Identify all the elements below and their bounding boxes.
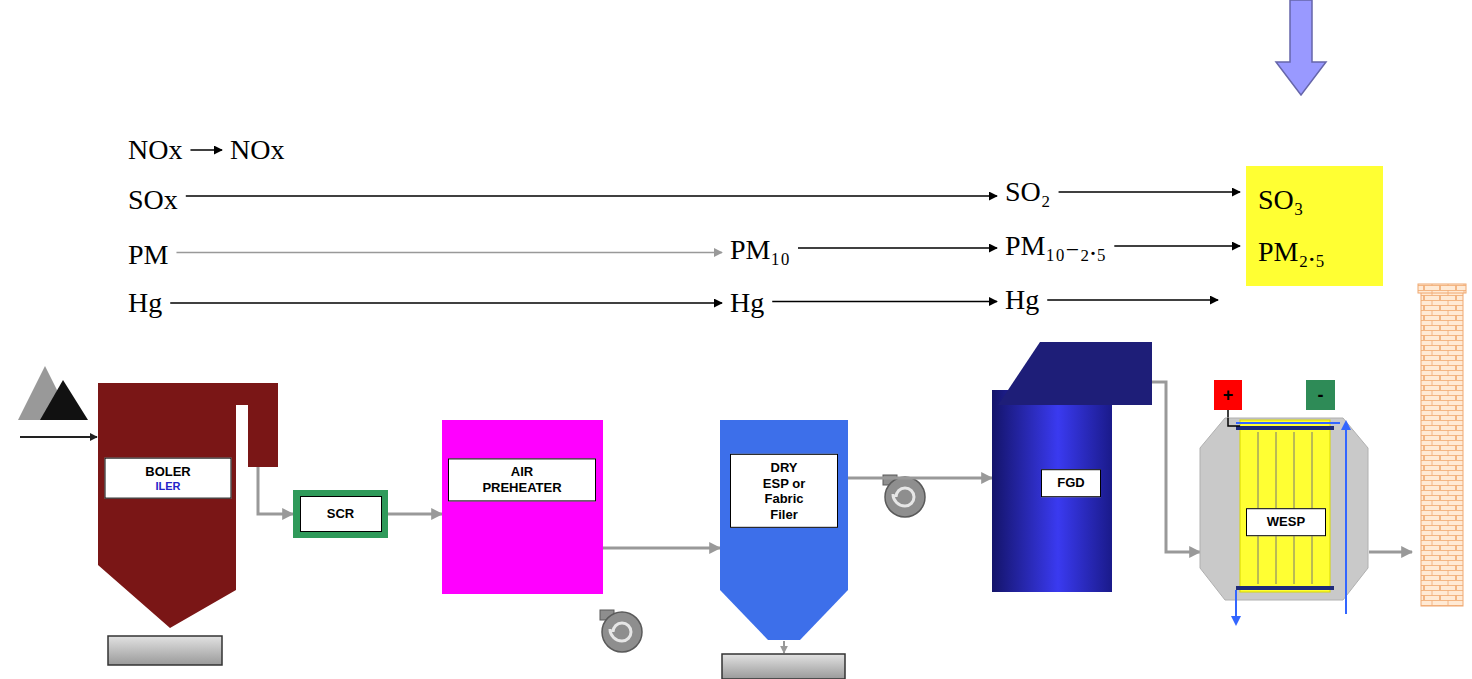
species-arrow — [1047, 299, 1218, 301]
scrubber-duct — [998, 342, 1152, 405]
pollutant-label: NOx — [230, 134, 284, 166]
species-arrow — [170, 302, 722, 304]
wesp-unit: WESP — [1200, 418, 1368, 600]
terminal-sign: + — [1223, 386, 1234, 404]
pollutant-label: NOx — [128, 134, 182, 166]
equipment-label: ILER — [114, 479, 223, 492]
species-arrow — [798, 247, 997, 249]
water-arrow-head — [1231, 616, 1241, 626]
pollutant-label: PM — [128, 239, 168, 271]
pollutant-label: SO₂ — [1005, 176, 1051, 208]
fan-spiral — [610, 623, 631, 641]
terminal-wire — [1227, 410, 1229, 418]
species-arrow — [176, 252, 722, 254]
boiler: BOLERILER — [98, 383, 278, 628]
pollutant-label: PM₂.₅ — [1258, 236, 1371, 268]
flow-arrow — [388, 513, 442, 516]
collector-section — [1240, 420, 1330, 592]
label-box: WESP — [1246, 508, 1326, 536]
water-line — [1236, 422, 1340, 424]
scr-unit: SCR — [293, 490, 388, 538]
species-arrow — [772, 301, 997, 303]
scrubber-column — [992, 390, 1112, 592]
flow-arrow — [603, 547, 720, 550]
ash-arrow — [783, 641, 785, 653]
pollutant-label: PM₁₀ — [730, 234, 790, 266]
fan-symbol — [600, 610, 642, 652]
terminal-sign: - — [1318, 386, 1324, 404]
fgd-scrubber-outline — [992, 342, 1152, 592]
species-arrow — [190, 149, 222, 151]
water-arrow-head — [1341, 420, 1351, 430]
air-preheater-outline — [442, 420, 603, 594]
equipment-label: FGD — [1050, 475, 1092, 491]
stack-arrow — [1369, 551, 1412, 554]
fan-housing — [885, 477, 925, 517]
boiler-outline — [98, 383, 278, 628]
electrode-wire — [1228, 418, 1240, 426]
ash-pan — [108, 636, 222, 665]
fgd-scrubber: FGD — [992, 342, 1152, 592]
label-box: DRY ESP or Fabric Filer — [730, 454, 838, 528]
fuel-arrow — [20, 436, 97, 438]
boiler-body — [98, 383, 278, 628]
esp-filter: DRY ESP or Fabric Filer — [720, 420, 848, 640]
flow-arrow — [848, 477, 992, 480]
equipment-label: BOLER — [114, 464, 223, 480]
equipment-label: AIR PREHEATER — [476, 464, 568, 495]
water-line — [1345, 428, 1347, 614]
negative-terminal: - — [1306, 380, 1335, 410]
pollutant-label: Hg — [128, 287, 162, 319]
electrode-bar — [1236, 586, 1334, 590]
equipment-label: WESP — [1255, 514, 1317, 530]
pollutant-label: Hg — [1005, 284, 1039, 316]
wesp-housing — [1200, 418, 1368, 600]
label-box: FGD — [1041, 469, 1101, 497]
pollutant-label: SOx — [128, 184, 178, 216]
species-arrow — [186, 195, 997, 197]
pollutant-label: PM₁₀₋₂.₅ — [1005, 230, 1106, 262]
equipment-label: SCR — [327, 506, 354, 522]
species-arrow — [1059, 191, 1240, 193]
highlight-box: SO₃ PM₂.₅ — [1246, 166, 1383, 286]
positive-terminal: + — [1214, 380, 1242, 410]
species-arrow — [1114, 245, 1240, 247]
flow-arrow — [258, 467, 293, 514]
esp-body — [720, 420, 848, 640]
label-box: BOLERILER — [105, 458, 232, 499]
label-box: AIR PREHEATER — [448, 458, 596, 501]
pollutant-label: Hg — [730, 287, 764, 319]
chimney — [1421, 292, 1463, 606]
coal-pile — [40, 380, 88, 420]
ash-pan — [722, 654, 845, 679]
fan-spiral — [893, 488, 914, 506]
chimney-cap — [1418, 284, 1466, 293]
flow-arrow — [1152, 382, 1200, 552]
equipment-label: DRY ESP or Fabric Filer — [759, 460, 809, 522]
label-box: SCR — [300, 496, 382, 532]
pollutant-label: SO₃ — [1258, 184, 1371, 216]
electrode-bar — [1236, 426, 1334, 430]
preheater-body — [442, 420, 603, 594]
water-line — [1235, 590, 1237, 616]
fan-symbol — [883, 475, 925, 517]
focus-arrow — [1276, 0, 1326, 95]
air-preheater: AIR PREHEATER — [442, 420, 603, 594]
fan-housing — [602, 612, 642, 652]
